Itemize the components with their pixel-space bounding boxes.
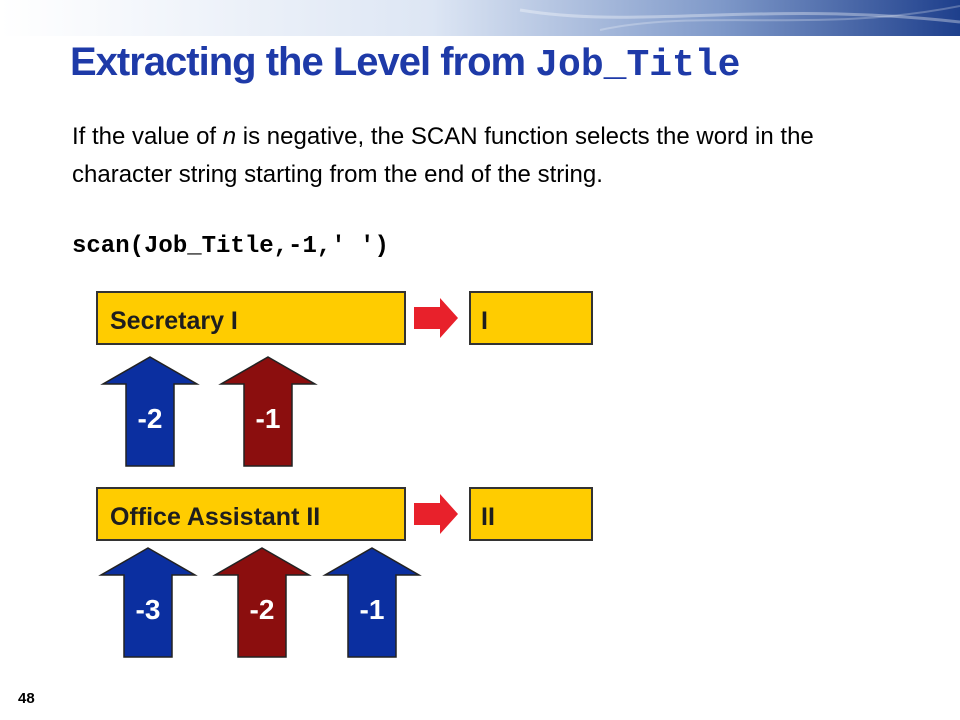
- position-label: -3: [136, 594, 161, 625]
- slide-number: 48: [18, 690, 35, 707]
- up-arrow-icon: [98, 547, 198, 658]
- input-box: [96, 291, 406, 345]
- right-arrow-icon: [414, 494, 458, 534]
- input-box: [96, 487, 406, 541]
- output-box: [469, 487, 593, 541]
- example-1: Secretary I I -2 -1: [96, 291, 593, 467]
- right-arrow-icon: [414, 298, 458, 338]
- variable-n: n: [222, 123, 237, 150]
- title-code: Job_Title: [535, 44, 741, 87]
- position-label: -1: [360, 594, 385, 625]
- output-label: I: [481, 307, 488, 335]
- code-example: scan(Job_Title,-1,' '): [72, 233, 389, 260]
- up-arrow-icon: [218, 356, 318, 467]
- position-label: -2: [138, 403, 163, 434]
- example-2: Office Assistant II II -3 -2 -1: [96, 487, 593, 658]
- up-arrow-icon: [100, 356, 200, 467]
- input-label: Secretary I: [110, 307, 238, 335]
- output-label: II: [481, 503, 495, 531]
- page-title: Extracting the Level from Job_Title: [70, 40, 740, 87]
- up-arrow-icon: [322, 547, 422, 658]
- description-part-1: If the value of: [72, 123, 223, 150]
- output-box: [469, 291, 593, 345]
- input-label: Office Assistant II: [110, 503, 320, 531]
- description-part-2: is negative, the SCAN function selects t…: [72, 123, 814, 188]
- description-text: If the value of n is negative, the SCAN …: [72, 118, 892, 194]
- up-arrow-icon: [212, 547, 312, 658]
- title-text: Extracting the Level from: [70, 40, 536, 84]
- position-label: -2: [250, 594, 275, 625]
- header-banner: [0, 0, 960, 36]
- position-label: -1: [256, 403, 281, 434]
